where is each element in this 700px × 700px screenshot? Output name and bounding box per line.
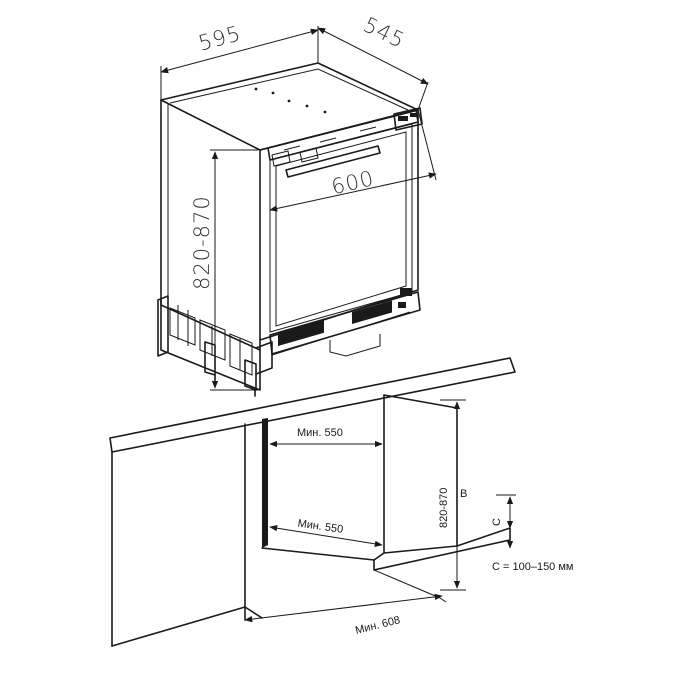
dimension-niche-height-label: 820-870 bbox=[438, 488, 450, 528]
dimension-min-550-top-label: Мин. 550 bbox=[297, 427, 343, 439]
niche-drawing bbox=[109, 357, 516, 647]
dimension-595-label: 595 bbox=[196, 21, 244, 55]
dimension-min-550-bottom-label: Мин. 550 bbox=[297, 518, 344, 536]
dimension-min-608: Мин. 608 bbox=[244, 593, 447, 637]
gap-note: C = 100–150 мм bbox=[492, 561, 574, 573]
dimension-600-label: 600 bbox=[329, 166, 376, 199]
dimension-545-label: 545 bbox=[360, 13, 409, 53]
dimension-595: 595 bbox=[160, 21, 319, 100]
dimension-min-550-bottom: Мин. 550 bbox=[269, 518, 383, 548]
dimension-appliance-height-label: 820-870 bbox=[190, 195, 214, 290]
dimension-niche-height: 820-870 B bbox=[438, 399, 467, 591]
dimension-545: 545 bbox=[317, 13, 429, 111]
dimension-gap-c: C C = 100–150 мм bbox=[491, 494, 574, 573]
dimension-min-608-label: Мин. 608 bbox=[354, 614, 401, 637]
dimension-b-label: B bbox=[460, 488, 467, 500]
dimension-appliance-height: 820-870 bbox=[190, 149, 258, 391]
dimension-min-550-top: Мин. 550 bbox=[269, 427, 383, 448]
appliance-drawing bbox=[157, 62, 423, 397]
dimension-c-label: C bbox=[491, 518, 503, 526]
